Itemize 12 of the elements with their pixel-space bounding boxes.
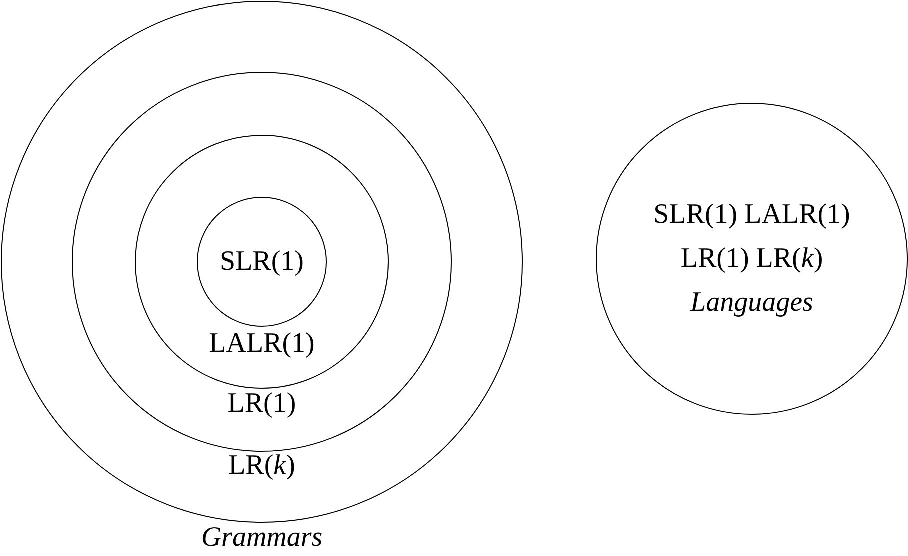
circle-caption: Grammars: [201, 522, 323, 554]
circle-label: Languages: [690, 287, 814, 320]
circle-label: LR(1) LR(k): [680, 242, 824, 276]
circle-label: LR(k): [228, 450, 296, 482]
set-circle: [596, 103, 908, 415]
set-circle: [72, 72, 452, 452]
circle-label: SLR(1): [220, 246, 304, 278]
circle-label: LALR(1): [209, 328, 315, 360]
set-circle: [197, 197, 327, 327]
circle-label: SLR(1) LALR(1): [654, 198, 850, 231]
set-circle: [135, 135, 389, 389]
circle-label: LR(1): [228, 388, 296, 420]
